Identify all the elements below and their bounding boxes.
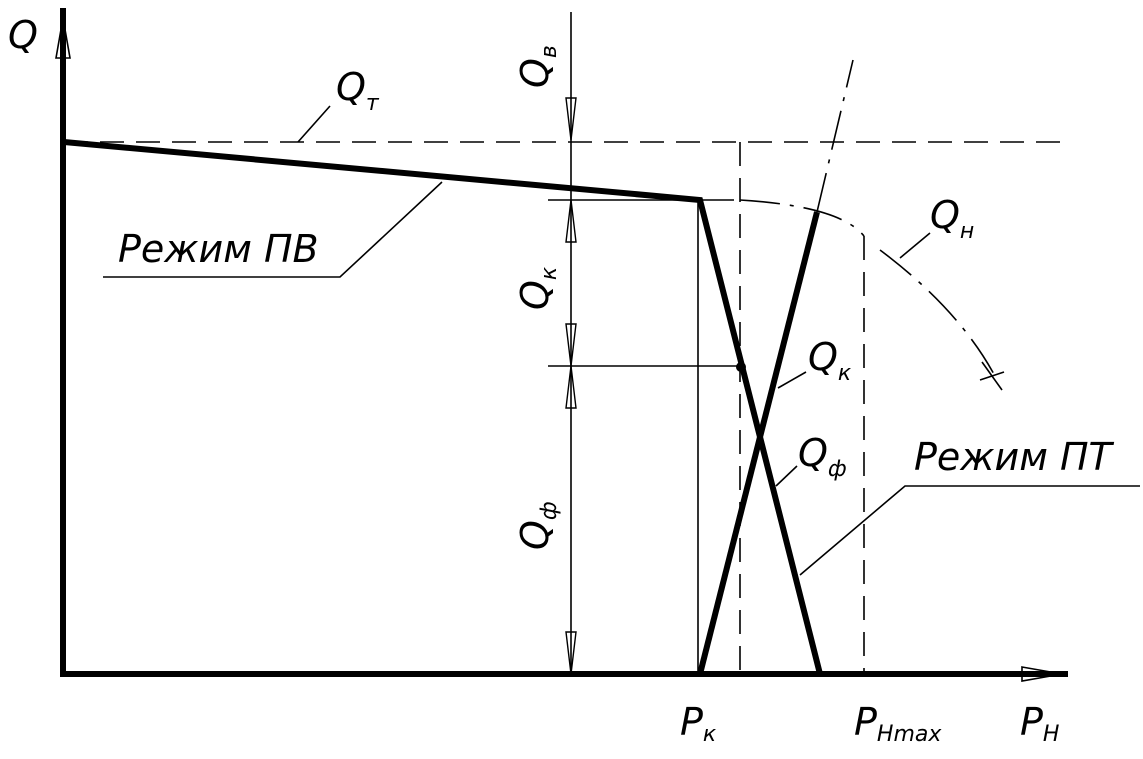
intersection-point: [736, 362, 746, 372]
p-k-label: Pк: [680, 700, 717, 747]
q-k-vertical-label: Qк: [513, 266, 562, 310]
q-f-vertical-label: Qф: [513, 501, 562, 550]
q-n-leader: [899, 232, 931, 259]
y-axis-label: Q: [8, 13, 38, 57]
q-t-leader: [297, 105, 331, 143]
x-axis-arrow: [1021, 666, 1063, 682]
pv-mode-curve: [63, 139, 823, 675]
q-v-label: Qв: [513, 45, 562, 88]
q-f-extension: [816, 59, 854, 213]
x-axis-label: PН: [1020, 700, 1059, 747]
q-n-arc-end-mark: [979, 361, 1005, 391]
mode-pt-leader: [799, 485, 1140, 576]
q-n-label: Qн: [930, 193, 974, 244]
q-f-curve-label: Qф: [798, 431, 847, 482]
q-n-arc: [739, 199, 865, 237]
q-t-label: Qт: [336, 65, 380, 116]
mode-pv-label: Режим ПВ: [118, 227, 319, 271]
mode-pt-label: Режим ПТ: [914, 435, 1115, 479]
q-k-curve-label: Qк: [808, 335, 852, 386]
q-n-arc-tail: [879, 249, 997, 379]
q-k-curve-leader: [777, 371, 807, 389]
q-f-curve: [697, 211, 820, 675]
y-axis-arrow: [55, 17, 71, 59]
q-f-curve-leader: [775, 465, 798, 487]
dimension-arrows: [565, 97, 577, 675]
mode-pv-leader: [103, 181, 443, 278]
p-nmax-label: PНmax: [854, 700, 942, 747]
